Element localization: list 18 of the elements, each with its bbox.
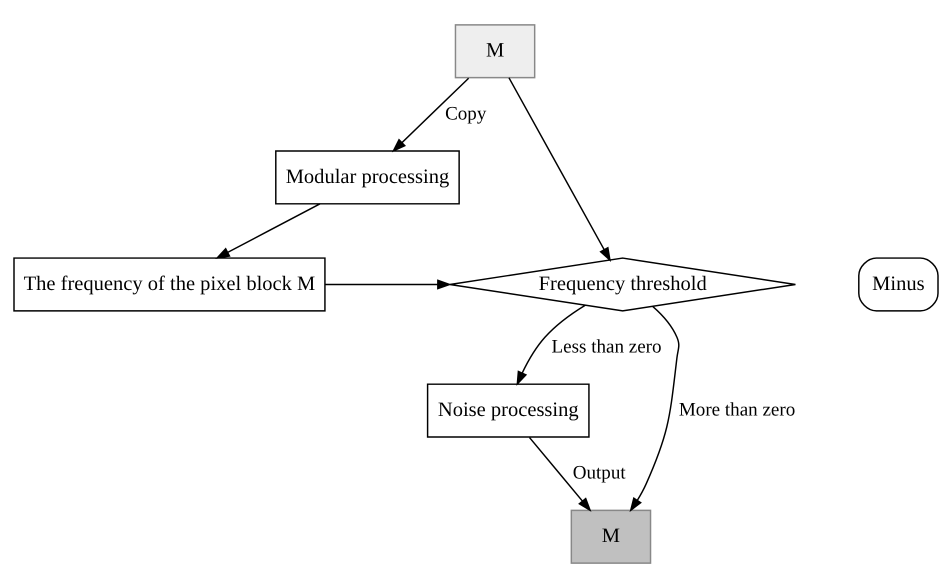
edge-label: Output bbox=[572, 462, 626, 484]
edge-label: Copy bbox=[445, 103, 486, 124]
node-box: M bbox=[454, 24, 536, 78]
edge-label: More than zero bbox=[678, 400, 796, 421]
node-box: M bbox=[570, 510, 652, 564]
node-box: The frequency of the pixel block M bbox=[13, 257, 326, 312]
arrow bbox=[630, 306, 680, 512]
edge-label: Less than zero bbox=[552, 336, 662, 358]
arrow bbox=[508, 77, 611, 262]
node-box: Minus bbox=[858, 257, 939, 312]
node-box: Modular processing bbox=[275, 150, 460, 205]
node-diamond: Frequency threshold bbox=[449, 257, 796, 312]
arrow bbox=[392, 78, 470, 152]
arrow bbox=[528, 437, 592, 512]
arrow bbox=[325, 279, 452, 290]
arrow bbox=[215, 203, 320, 259]
arrow bbox=[516, 304, 586, 386]
node-box: Noise processing bbox=[426, 383, 590, 438]
